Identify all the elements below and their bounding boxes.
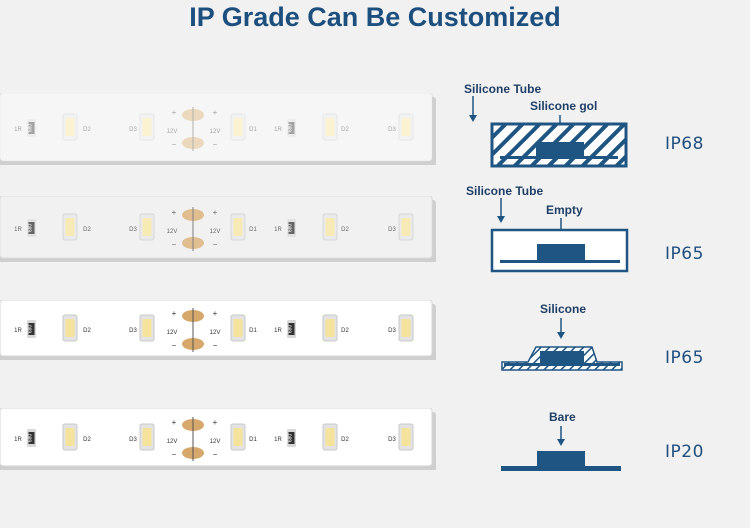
plus-label: + (213, 208, 218, 217)
strip-board (0, 300, 433, 357)
led-chip (401, 218, 411, 236)
d2-label: D2 (341, 437, 349, 443)
d2-label: D2 (83, 328, 91, 334)
resistor (288, 432, 295, 444)
led-strip-2: 1R 680 D2 D3 + − 12V + − 12V D1 1R 680 D2 D3 (0, 196, 450, 262)
minus-label: − (172, 450, 177, 459)
voltage-label: 12V (210, 330, 221, 336)
ip65-tube-cross-section (490, 198, 629, 273)
resistor-value: 680 (288, 434, 294, 443)
d3-label: D3 (388, 227, 396, 233)
d2-label: D2 (83, 227, 91, 233)
minus-label: − (213, 240, 218, 249)
ip65-coat-cross-section (501, 318, 623, 371)
led-chip (325, 218, 335, 236)
silicone-tube-label: Silicone Tube (464, 82, 542, 96)
minus-label: − (213, 341, 218, 350)
silicone-label: Silicone (540, 302, 587, 316)
d2-label: D2 (341, 227, 349, 233)
voltage-label: 12V (210, 229, 221, 235)
d3-label: D3 (129, 437, 137, 443)
d3-label: D3 (388, 437, 396, 443)
strip-board (0, 196, 433, 259)
r1-label: 1R (274, 328, 282, 334)
d1-label: D1 (249, 328, 257, 334)
plus-label: + (172, 418, 177, 427)
silicone-tube-label: Silicone Tube (466, 184, 544, 198)
silicone-gel-label: Silicone gol (530, 99, 598, 113)
resistor (288, 323, 295, 335)
d2-label: D2 (341, 328, 349, 334)
plus-label: + (213, 418, 218, 427)
led-chip (65, 428, 75, 446)
resistor (288, 222, 295, 234)
led-chip (401, 428, 411, 446)
minus-label: − (172, 240, 177, 249)
led-chip (325, 428, 335, 446)
led-chip (233, 319, 243, 337)
plus-label: + (213, 309, 218, 318)
d3-label: D3 (388, 328, 396, 334)
resistor-value: 680 (28, 434, 34, 443)
ip20-label: IP20 (665, 442, 704, 462)
voltage-label: 12V (210, 439, 221, 445)
resistor-value: 680 (288, 325, 294, 334)
led-chip (142, 218, 152, 236)
led-chip (65, 319, 75, 337)
voltage-label: 12V (167, 229, 178, 235)
r1-label: 1R (14, 328, 22, 334)
r1-label: 1R (274, 227, 282, 233)
d2-label: D2 (83, 437, 91, 443)
d3-label: D3 (129, 328, 137, 334)
resistor (28, 432, 35, 444)
led-strip-3: 1R 680 D2 D3 + − 12V + − 12V D1 1R 680 D2 D3 (0, 300, 450, 360)
led-chip (65, 218, 75, 236)
d1-label: D1 (249, 227, 257, 233)
resistor-value: 680 (28, 224, 34, 233)
led-strip-4: 1R 680 D2 D3 + − 12V + − 12V D1 1R 680 D2 D3 (0, 408, 450, 470)
minus-label: − (213, 450, 218, 459)
strip-board (0, 408, 433, 467)
empty-label: Empty (546, 203, 583, 217)
page-title: IP Grade Can Be Customized (189, 2, 561, 32)
silicone-tube-overlay (0, 93, 432, 161)
silicone-tube-overlay (0, 196, 432, 258)
ip65-silicone-label: IP65 (665, 348, 704, 368)
resistor (28, 323, 35, 335)
plus-label: + (172, 208, 177, 217)
voltage-label: 12V (167, 439, 178, 445)
r1-label: 1R (274, 437, 282, 443)
led-chip (325, 319, 335, 337)
d3-label: D3 (129, 227, 137, 233)
resistor (28, 222, 35, 234)
voltage-label: 12V (167, 330, 178, 336)
bare-label: Bare (549, 410, 576, 424)
led-chip (142, 319, 152, 337)
d1-label: D1 (249, 437, 257, 443)
r1-label: 1R (14, 437, 22, 443)
resistor-value: 680 (28, 325, 34, 334)
resistor-value: 680 (288, 224, 294, 233)
led-chip (233, 218, 243, 236)
led-chip (401, 319, 411, 337)
ip68-label: IP68 (665, 134, 704, 154)
ip65-label: IP65 (665, 244, 704, 264)
ip20-cross-section (501, 426, 621, 471)
minus-label: − (172, 341, 177, 350)
plus-label: + (172, 309, 177, 318)
ip68-cross-section (469, 96, 628, 168)
r1-label: 1R (14, 227, 22, 233)
led-chip (233, 428, 243, 446)
led-chip (142, 428, 152, 446)
